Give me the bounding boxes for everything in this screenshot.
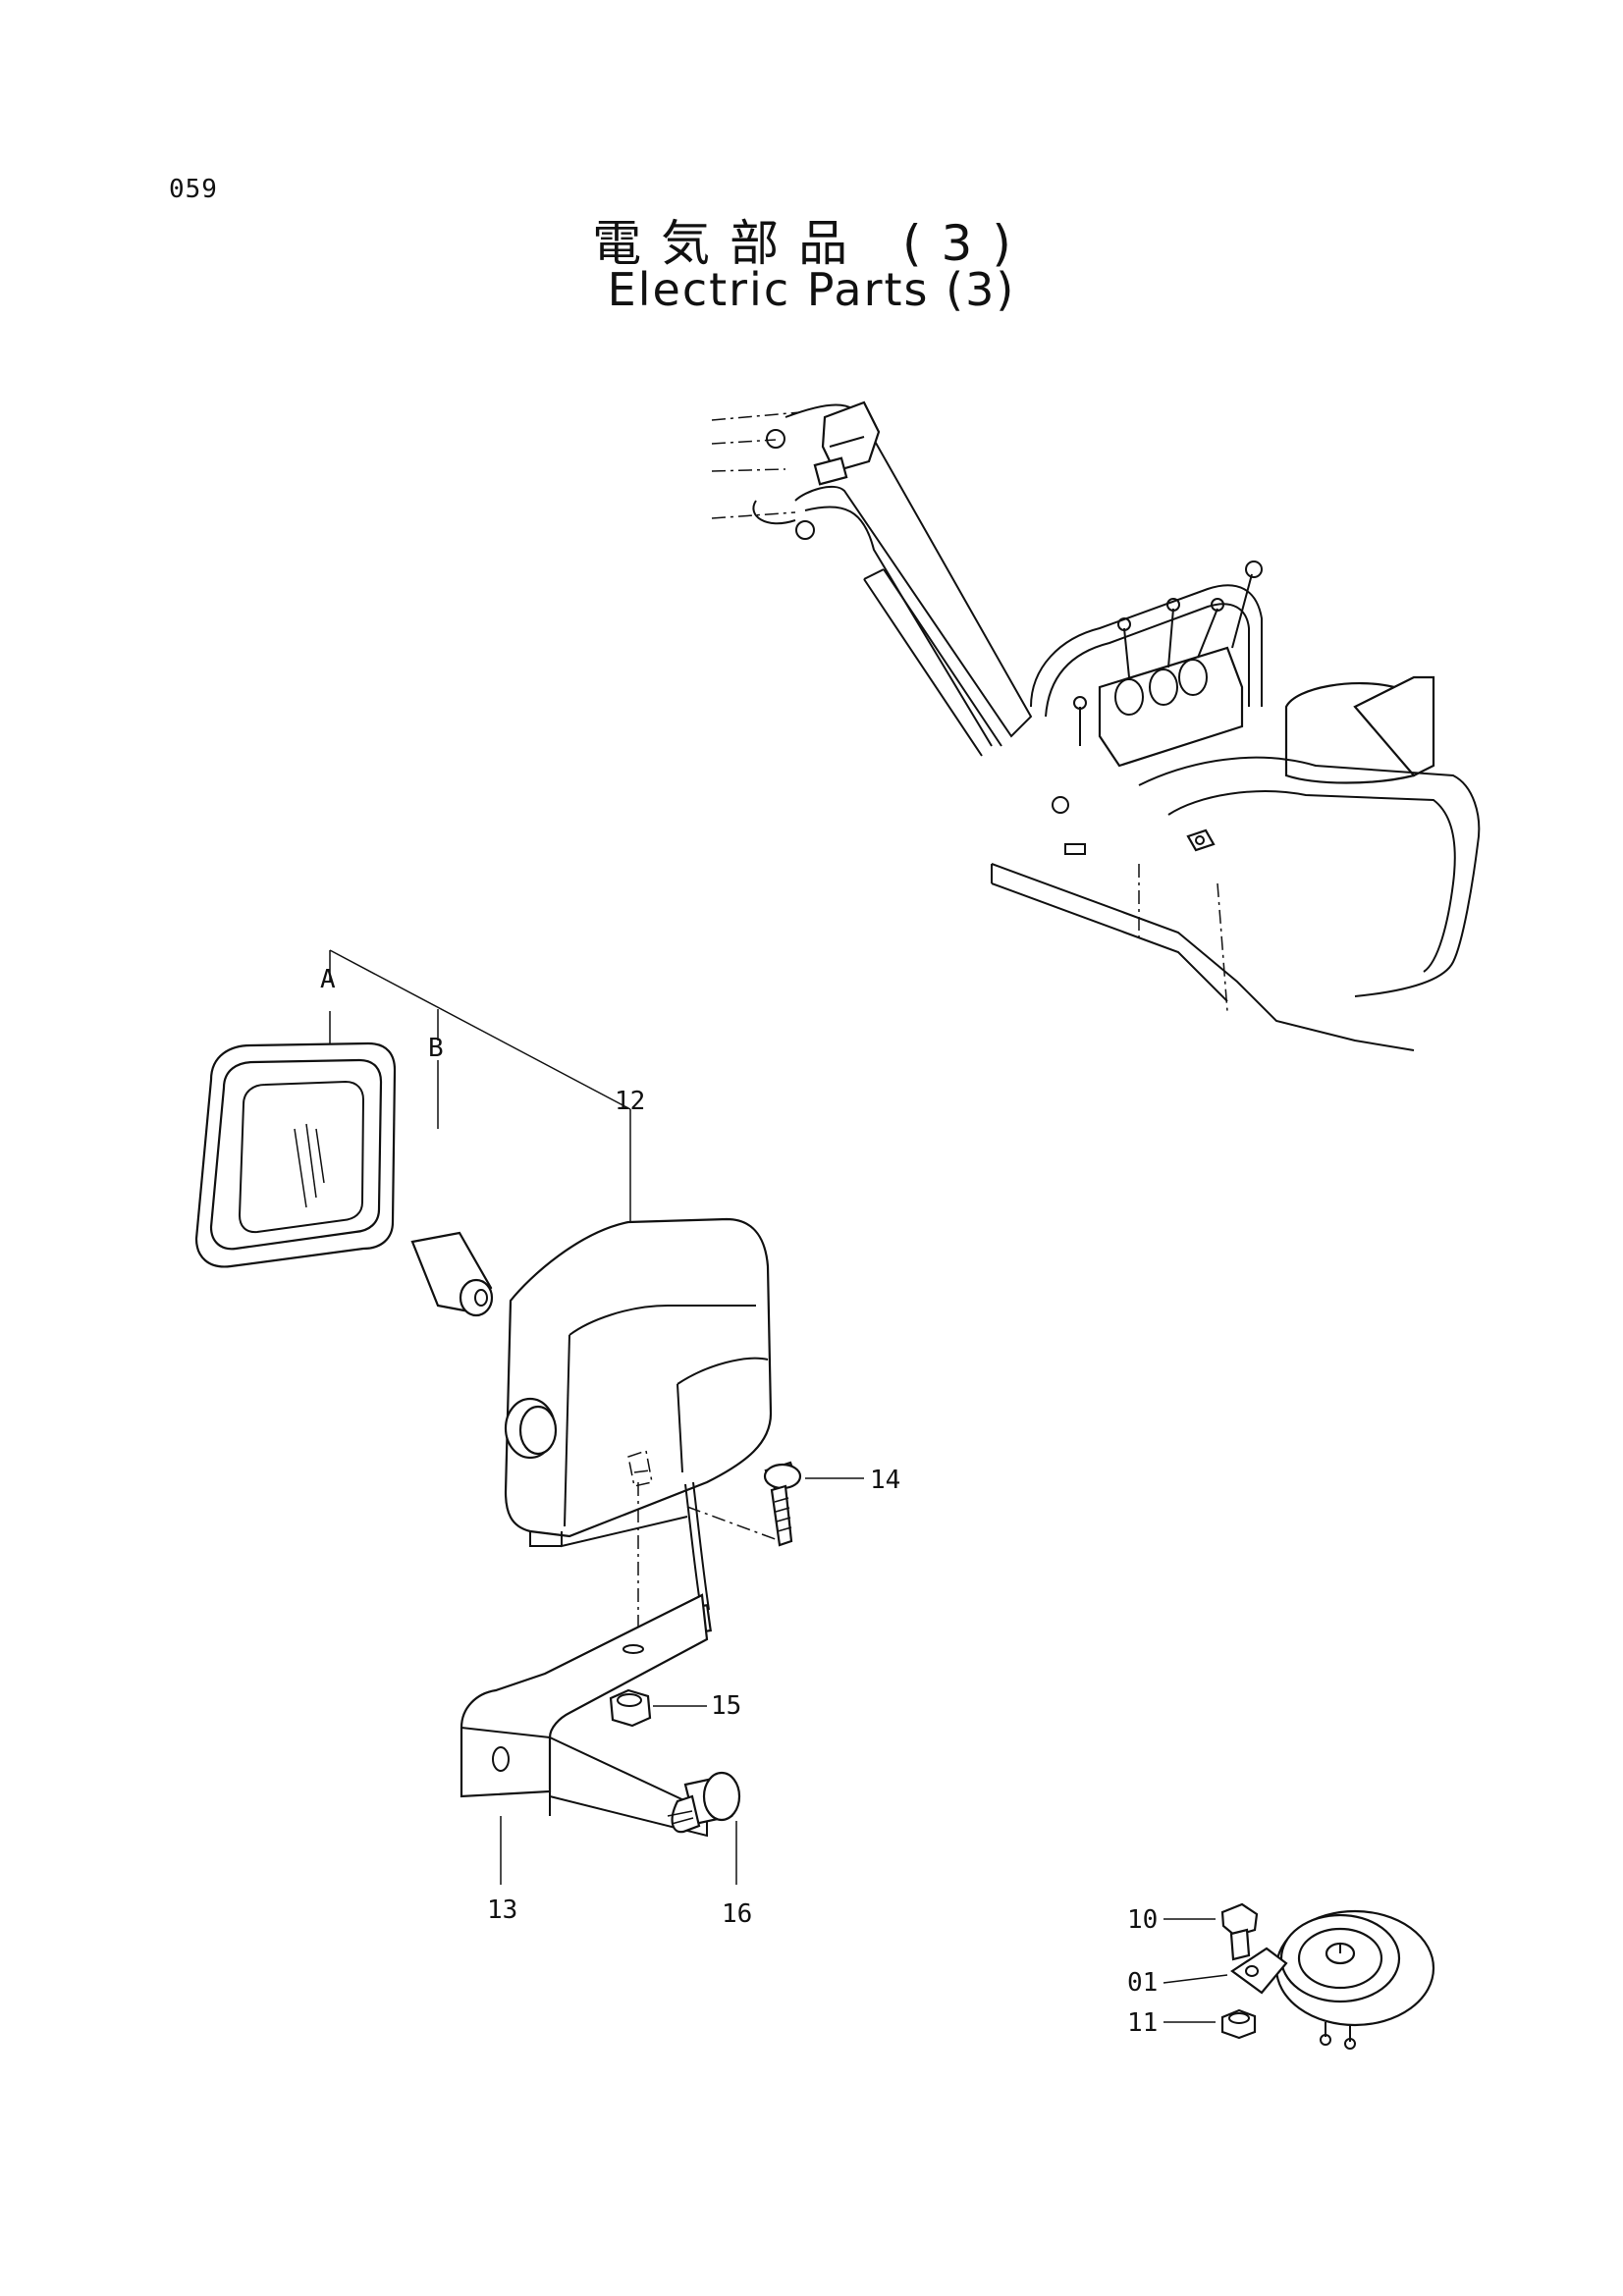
page-title-en: Electric Parts (3) — [607, 263, 1016, 316]
callout-14: 14 — [870, 1466, 900, 1495]
callout-12: 12 — [615, 1087, 645, 1116]
callout-B: B — [428, 1034, 444, 1063]
horn-assembly — [1163, 1902, 1435, 2050]
page-number: 059 — [169, 175, 218, 204]
callout-10: 10 — [1127, 1905, 1158, 1935]
callout-11: 11 — [1127, 2008, 1158, 2038]
callout-13: 13 — [487, 1896, 517, 1925]
callout-01: 01 — [1127, 1968, 1158, 1998]
callout-15: 15 — [711, 1691, 741, 1721]
machine-overview — [711, 400, 1481, 1051]
callout-A: A — [320, 965, 336, 994]
work-light-assembly — [194, 949, 864, 1885]
page-title-jp: 電気部品 (3) — [592, 215, 1031, 272]
callout-16: 16 — [722, 1899, 752, 1929]
